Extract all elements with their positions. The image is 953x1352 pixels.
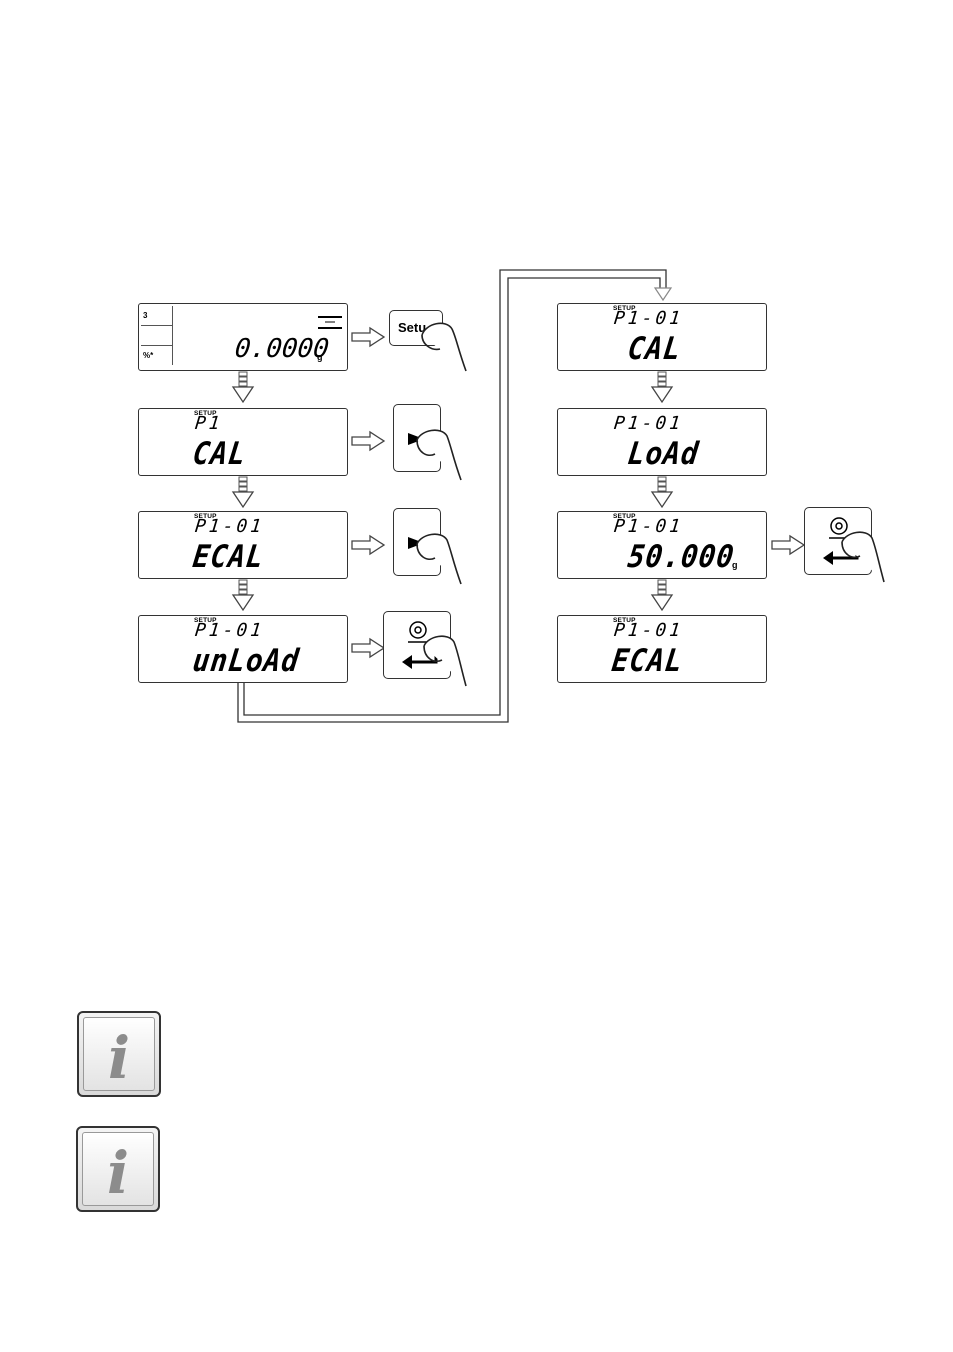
menu-code: P1 — [194, 413, 224, 434]
info-icon: i — [76, 1126, 160, 1212]
menu-main: 50.000 — [626, 538, 737, 576]
finger-icon — [420, 630, 480, 690]
display-p1-01-unload: SETUP P1-01 unLoAd — [138, 615, 348, 683]
info-glyph: i — [83, 1143, 153, 1203]
display-p1-01-ecal-end: SETUP P1-01 ECAL — [557, 615, 767, 683]
menu-code: P1-01 — [194, 516, 265, 537]
menu-code: P1-01 — [613, 308, 684, 329]
weight-value: 0.0000 — [233, 334, 330, 364]
finger-icon — [418, 315, 478, 375]
menu-main: unLoAd — [191, 642, 302, 680]
status-icon-3: %* — [141, 346, 173, 365]
info-glyph: i — [84, 1028, 154, 1088]
menu-code: P1-01 — [613, 516, 684, 537]
menu-main: ECAL — [610, 642, 686, 680]
menu-main: CAL — [191, 435, 249, 473]
display-p1-01-load: P1-01 LoAd — [557, 408, 767, 476]
menu-code: P1-01 — [613, 413, 684, 434]
status-icon-1: 3 — [141, 306, 173, 326]
menu-main: ECAL — [191, 538, 267, 576]
mass-unit: g — [732, 560, 738, 570]
finger-icon — [413, 424, 473, 484]
display-p1-01-cal: SETUP P1-01 CAL — [557, 303, 767, 371]
menu-code: P1-01 — [613, 620, 684, 641]
info-icon-face: i — [82, 1132, 154, 1206]
menu-main: LoAd — [626, 435, 702, 473]
display-weighing: 3 %* 0.0000 g — [138, 303, 348, 371]
display-p1-01-mass: SETUP P1-01 50.000 g — [557, 511, 767, 579]
stability-icon — [315, 312, 345, 332]
display-p1-01-ecal: SETUP P1-01 ECAL — [138, 511, 348, 579]
finger-icon — [838, 526, 898, 586]
finger-icon — [413, 528, 473, 588]
info-icon-face: i — [83, 1017, 155, 1091]
menu-code: P1-01 — [194, 620, 265, 641]
display-p1-cal: SETUP P1 CAL — [138, 408, 348, 476]
weight-unit: g — [317, 352, 323, 362]
info-icon: i — [77, 1011, 161, 1097]
menu-main: CAL — [626, 330, 684, 368]
status-icon-2 — [141, 326, 173, 346]
status-icons: 3 %* — [141, 306, 173, 368]
